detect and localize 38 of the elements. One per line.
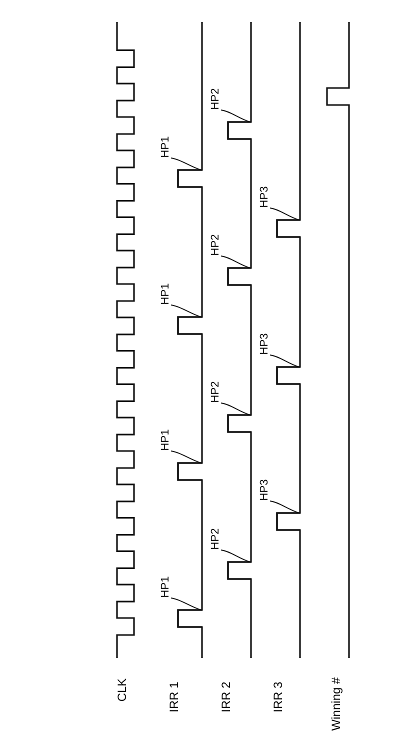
pulse <box>227 121 251 140</box>
pulse <box>177 169 202 188</box>
leader-line <box>170 158 202 170</box>
pulse <box>276 219 300 238</box>
pulse <box>227 414 251 433</box>
pulse-label: HP1 <box>160 429 172 451</box>
pulse-label: HP2 <box>210 234 222 256</box>
leader-line <box>270 500 300 514</box>
pulse <box>276 512 300 531</box>
pulse-label: HP1 <box>160 283 172 305</box>
leader-line <box>170 598 202 610</box>
pulse-label: HP2 <box>210 88 222 110</box>
pulse-label: HP2 <box>210 528 222 550</box>
pulse-label: HP3 <box>260 333 270 355</box>
signal-name: IRR 3 <box>272 682 284 712</box>
leader-line <box>270 354 300 368</box>
pulse <box>276 366 300 385</box>
signal-name: CLK <box>116 678 128 702</box>
leader-line <box>170 450 202 464</box>
pulse-label: HP3 <box>260 186 270 208</box>
pulse <box>227 267 251 286</box>
leader-line <box>220 256 250 268</box>
leader-line <box>220 110 250 122</box>
pulse <box>227 561 251 580</box>
signal-name: IRR 2 <box>220 682 232 712</box>
pulse-label: HP1 <box>160 576 172 598</box>
signal-name: Winning # <box>330 677 342 731</box>
pulse <box>177 316 202 335</box>
leader-line <box>220 550 250 562</box>
leader-line <box>270 208 300 220</box>
pulse <box>177 609 202 628</box>
signal-name: IRR 1 <box>168 682 180 712</box>
leader-line <box>170 304 202 318</box>
pulse-label: HP3 <box>260 479 270 501</box>
leader-line <box>220 402 250 416</box>
pulse-label: HP2 <box>210 381 222 403</box>
pulse <box>177 462 202 481</box>
pulse-label: HP1 <box>160 136 172 158</box>
